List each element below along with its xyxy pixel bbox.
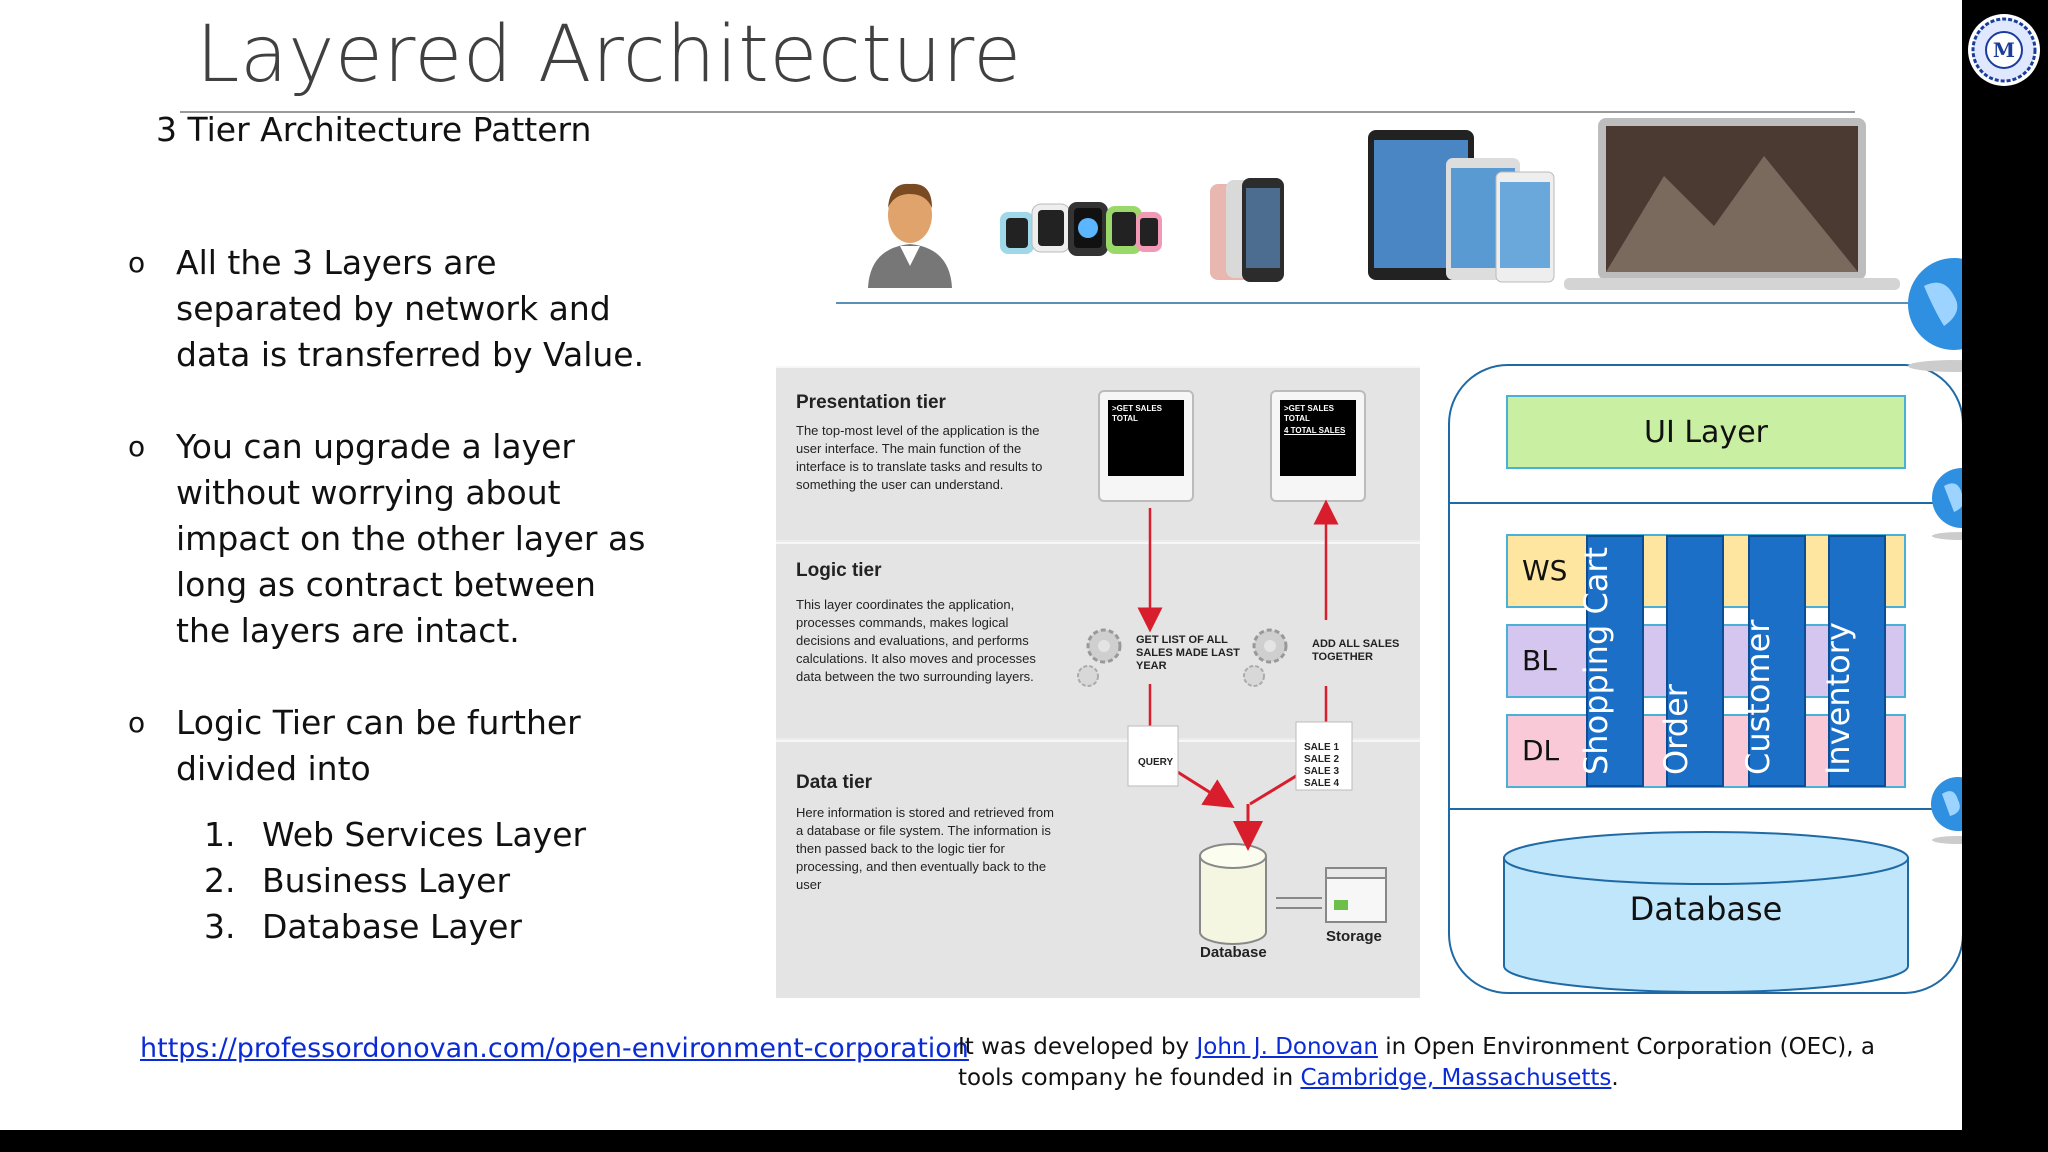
bullet-item: o All the 3 Layers are separated by netw… <box>128 240 648 378</box>
module-column: Inventory <box>1819 535 1886 787</box>
sale-item: SALE 4 <box>1304 778 1340 789</box>
logic-tier: Logic tier This layer coordinates the ap… <box>776 542 1420 738</box>
sale-item: SALE 1 <box>1304 742 1340 753</box>
database-label: Database <box>1629 890 1783 928</box>
item-text: Web Services Layer <box>262 815 587 854</box>
tier-title: Logic tier <box>796 560 882 581</box>
bullet-text: Logic Tier can be further divided into <box>176 703 581 788</box>
page-title: Layered Architecture <box>196 10 1022 100</box>
terminal-text: >GET SALES TOTAL <box>1284 404 1335 423</box>
storage-icon <box>1325 867 1387 923</box>
layer-divider <box>1448 502 1962 504</box>
item-number: 2. <box>204 861 236 900</box>
numbered-list: 1. Web Services Layer 2. Business Layer … <box>128 812 648 950</box>
data-flow-arrows <box>1127 499 1353 909</box>
bullet-text: All the 3 Layers are separated by networ… <box>176 243 645 374</box>
band-label: BL <box>1522 644 1557 677</box>
gear-icon <box>1243 628 1288 687</box>
terminal-text: >GET SALES TOTAL <box>1108 400 1184 476</box>
bullet-marker: o <box>128 246 146 279</box>
attribution-text: It was developed by John J. Donovan in O… <box>958 1032 1878 1094</box>
globe-icon <box>1931 777 1962 844</box>
terminal-output: >GET SALES TOTAL 4 TOTAL SALES <box>1280 400 1356 476</box>
smartphones-image <box>1210 178 1284 282</box>
sale-item: SALE 3 <box>1304 766 1340 777</box>
database-cylinder <box>1503 831 1909 993</box>
tier-title: Presentation tier <box>796 392 946 413</box>
band-label: DL <box>1522 734 1560 767</box>
module-label: Shopping Cart <box>1577 546 1615 775</box>
band-label: WS <box>1522 554 1568 587</box>
globe-icon <box>1908 258 1962 372</box>
numbered-item: 3. Database Layer <box>204 904 648 950</box>
module-column: Shopping Cart <box>1577 535 1644 787</box>
tier-description: This layer coordinates the application, … <box>796 597 1036 684</box>
database-caption: Database <box>1200 944 1267 961</box>
tablets-image <box>1368 130 1555 283</box>
author-link[interactable]: John J. Donovan <box>1196 1034 1378 1060</box>
ui-layer-box: UI Layer <box>1506 395 1906 469</box>
gear-icon <box>1077 628 1122 687</box>
sales-list: SALE 1 SALE 2 SALE 3 SALE 4 <box>1304 742 1339 790</box>
bullet-list: o All the 3 Layers are separated by netw… <box>128 240 648 950</box>
page-subtitle: 3 Tier Architecture Pattern <box>156 110 592 149</box>
logic-step: GET LIST OF ALL SALES MADE LAST YEAR <box>1136 634 1240 672</box>
laptop-image <box>1564 118 1900 290</box>
bullet-marker: o <box>128 430 146 463</box>
item-text: Business Layer <box>262 861 511 900</box>
tier-description: The top-most level of the application is… <box>796 423 1043 492</box>
module-column: Customer <box>1739 535 1806 787</box>
layered-stack-diagram <box>1448 364 1962 994</box>
title-divider <box>180 111 1855 113</box>
attribution-part: . <box>1611 1065 1619 1091</box>
device-divider <box>836 302 1916 304</box>
attribution-part: It was developed by <box>958 1034 1197 1060</box>
bullet-item: o Logic Tier can be further divided into <box>128 700 648 792</box>
university-logo: M <box>1968 14 2040 86</box>
slide: Layered Architecture 3 Tier Architecture… <box>0 0 1962 1130</box>
logic-step: ADD ALL SALES TOGETHER <box>1312 638 1400 663</box>
user-avatar-icon <box>868 183 952 288</box>
presentation-tier: Presentation tier The top-most level of … <box>776 366 1420 540</box>
bullet-text: You can upgrade a layer without worrying… <box>176 427 646 650</box>
three-tier-diagram: Presentation tier The top-most level of … <box>776 366 1420 998</box>
item-number: 1. <box>204 815 236 854</box>
module-label: Order <box>1657 684 1695 775</box>
globe-icon <box>1932 468 1962 540</box>
module-column: Order <box>1657 535 1724 787</box>
attribution-part: in Open Environment Corporation (OEC), a… <box>958 1034 1875 1091</box>
module-label: Inventory <box>1819 622 1857 775</box>
terminal-screen: >GET SALES TOTAL <box>1098 390 1194 502</box>
numbered-item: 2. Business Layer <box>204 858 648 904</box>
storage-caption: Storage <box>1326 928 1382 945</box>
item-text: Database Layer <box>262 907 522 946</box>
source-link[interactable]: https://professordonovan.com/open-enviro… <box>140 1033 969 1064</box>
sale-item: SALE 2 <box>1304 754 1340 765</box>
module-label: Customer <box>1739 619 1777 775</box>
location-link[interactable]: Cambridge, Massachusetts <box>1300 1065 1612 1091</box>
bullet-item: o You can upgrade a layer without worryi… <box>128 424 648 654</box>
item-number: 3. <box>204 907 236 946</box>
tier-title: Data tier <box>796 772 873 793</box>
layer-divider <box>1448 808 1962 810</box>
numbered-item: 1. Web Services Layer <box>204 812 648 858</box>
svg-text:M: M <box>1993 38 2015 62</box>
data-tier: Data tier Here information is stored and… <box>776 740 1420 998</box>
smartwatches-image <box>1000 202 1162 256</box>
bottom-bar <box>0 1130 2048 1152</box>
terminal-result: 4 TOTAL SALES <box>1284 426 1346 435</box>
tier-description: Here information is stored and retrieved… <box>796 805 1054 892</box>
query-label: QUERY <box>1138 757 1174 768</box>
bullet-marker: o <box>128 706 146 739</box>
